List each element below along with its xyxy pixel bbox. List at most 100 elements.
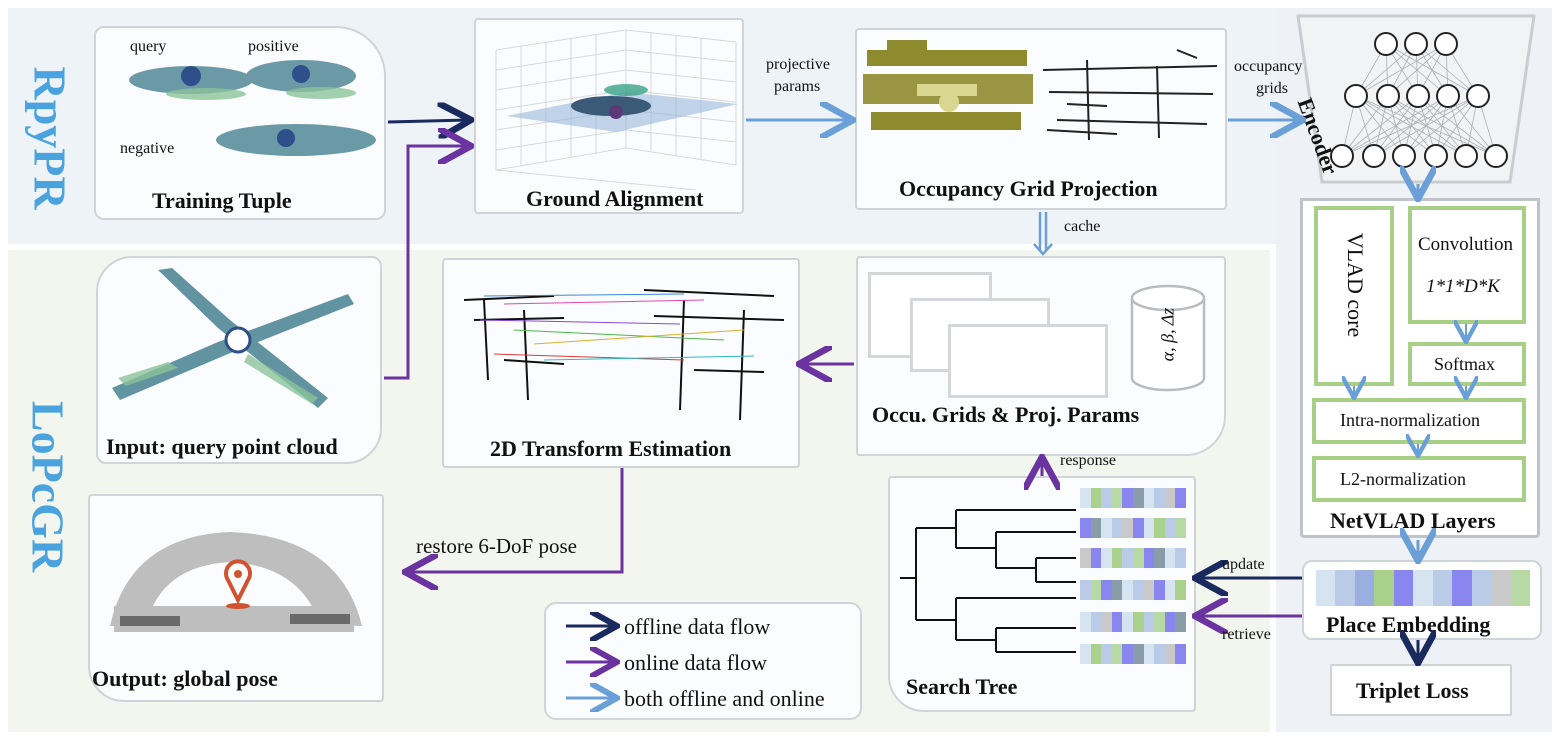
input-cloud-image (112, 268, 354, 408)
tree-vector-cell (1175, 488, 1186, 508)
encoder-node (1466, 84, 1490, 108)
legend-both-label: both offline and online (624, 686, 825, 711)
intra-norm-label: Intra-normalization (1340, 410, 1480, 430)
transform-2d-block: 2D Transform Estimation (442, 258, 800, 468)
arrow-label-params: params (774, 78, 821, 95)
tree-vector-cell (1164, 612, 1176, 632)
place-embedding-title: Place Embedding (1326, 612, 1491, 637)
tree-vector-cell (1143, 548, 1155, 568)
arrow-label-projective: projective (766, 56, 830, 73)
tree-vector-cell (1175, 548, 1186, 568)
output-map-image (110, 532, 362, 632)
negative-label: negative (120, 140, 175, 157)
embedding-cell (1432, 570, 1453, 606)
output-pose-block: Output: global pose (88, 494, 384, 702)
encoder-node (1484, 144, 1508, 168)
tree-vector-cell (1101, 548, 1112, 568)
tree-vector-cell (1080, 580, 1091, 600)
tree-vector-row (1080, 488, 1186, 508)
positive-label: positive (248, 38, 299, 55)
occu-grids-title: Occu. Grids & Proj. Params (872, 402, 1140, 427)
tree-vector-row (1080, 580, 1186, 600)
transform-2d-image (463, 289, 785, 421)
vlad-core-label: VLAD core (1343, 232, 1368, 338)
encoder-node (1424, 144, 1448, 168)
encoder-node (1362, 144, 1386, 168)
tree-vector-cell (1111, 644, 1123, 664)
encoder-node (1434, 32, 1458, 56)
tree-vector-cell (1080, 548, 1091, 568)
occu-grids-block: α, β, Δz Occu. Grids & Proj. Params (856, 256, 1226, 456)
arrow-label-retrieve: retrieve (1222, 626, 1271, 643)
legend-offline-label: offline data flow (624, 614, 771, 639)
netvlad-title: NetVLAD Layers (1330, 508, 1496, 533)
encoder-network (1296, 14, 1536, 184)
location-pin-icon (224, 559, 252, 609)
search-tree-title: Search Tree (906, 674, 1018, 699)
tree-vector-cell (1175, 644, 1186, 664)
encoder-node (1376, 84, 1400, 108)
embedding-cell (1471, 570, 1492, 606)
tree-vector-cell (1101, 612, 1112, 632)
section-label-rpypr: RpyPR (24, 66, 76, 210)
embedding-cell (1316, 570, 1336, 606)
arrow-label-restore: restore 6-DoF pose (416, 534, 577, 558)
legend-online-label: online data flow (624, 650, 767, 675)
output-pose-title: Output: global pose (92, 666, 278, 691)
softmax-label: Softmax (1434, 354, 1495, 374)
tree-vector-cell (1143, 488, 1155, 508)
tree-vector-cell (1132, 580, 1144, 600)
embedding-cell (1374, 570, 1394, 606)
tree-vector-cell (1122, 488, 1133, 508)
arrow-label-response: response (1060, 452, 1116, 469)
encoder-node (1406, 84, 1430, 108)
tree-vector-cell (1090, 612, 1102, 632)
training-tuple-clouds (129, 60, 376, 156)
arrow-label-update: update (1222, 556, 1265, 573)
ground-alignment-block: Ground Alignment (474, 18, 744, 214)
training-tuple-title: Training Tuple (152, 188, 292, 213)
tree-vector-cell (1101, 644, 1112, 664)
encoder-node (1344, 84, 1368, 108)
encoder-node (1454, 144, 1478, 168)
tree-vector-cell (1101, 518, 1112, 538)
embedding-cell (1354, 570, 1375, 606)
tree-vector-cell (1122, 580, 1133, 600)
tree-vector-cell (1122, 612, 1133, 632)
tree-vector-cell (1111, 488, 1123, 508)
tree-vector-cell (1175, 612, 1186, 632)
tree-vector-cell (1143, 644, 1155, 664)
search-tree-dendrogram (900, 509, 1076, 653)
search-tree-block: Search Tree (888, 476, 1196, 712)
grid-stack-frame-3 (948, 324, 1108, 398)
convolution-box (1408, 206, 1526, 324)
tree-vector-cell (1111, 612, 1123, 632)
embedding-cell (1510, 570, 1530, 606)
place-embedding-vector (1316, 570, 1530, 606)
triplet-loss-title: Triplet Loss (1356, 678, 1469, 703)
tree-vector-cell (1122, 518, 1133, 538)
tree-vector-cell (1175, 518, 1186, 538)
tree-vector-cell (1111, 548, 1123, 568)
tree-vector-cell (1154, 518, 1165, 538)
tree-vector-cell (1143, 580, 1155, 600)
tree-vector-cell (1154, 488, 1165, 508)
embedding-cell (1413, 570, 1433, 606)
encoder-node (1436, 84, 1460, 108)
l2-norm-box (1312, 456, 1526, 502)
tree-vector-row (1080, 518, 1186, 538)
tree-vector-cell (1132, 612, 1144, 632)
query-label: query (130, 38, 167, 55)
tree-vector-cell (1111, 580, 1123, 600)
tree-vector-cell (1154, 644, 1165, 664)
tree-vector-cell (1143, 612, 1155, 632)
transform-2d-title: 2D Transform Estimation (490, 436, 732, 461)
arrow-label-occupancy: occupancy (1234, 58, 1303, 75)
params-label: α, β, Δz (1157, 307, 1178, 362)
embedding-cell (1335, 570, 1355, 606)
tree-vector-cell (1122, 548, 1133, 568)
embedding-cell (1393, 570, 1414, 606)
tree-vector-cell (1164, 644, 1176, 664)
tree-vector-cell (1090, 580, 1102, 600)
arrow-label-cache: cache (1064, 218, 1101, 235)
